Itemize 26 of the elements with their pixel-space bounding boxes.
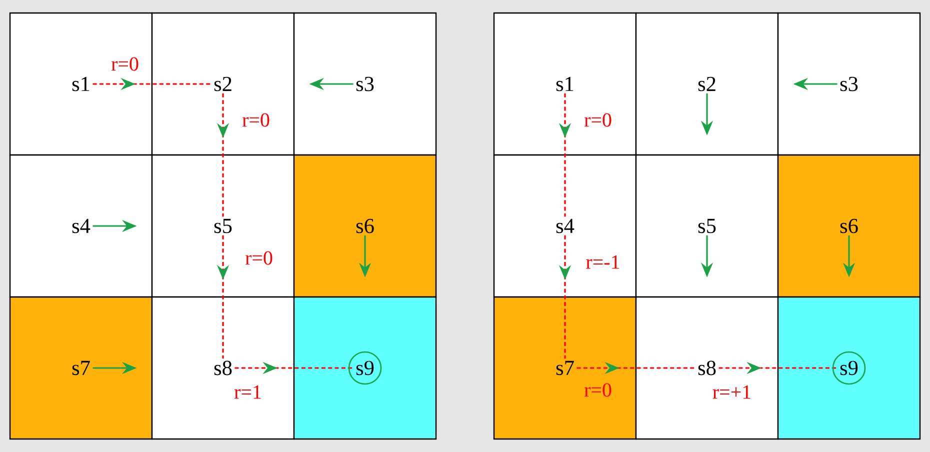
state-label: s9: [356, 360, 374, 376]
state-label: s3: [356, 76, 374, 92]
edge-label: r=0: [582, 382, 614, 398]
edge-label: r=0: [110, 56, 140, 72]
state-label: s3: [840, 76, 858, 92]
edge-label: r=1: [232, 384, 264, 400]
state-label: s7: [72, 360, 90, 376]
state-label: s6: [356, 218, 374, 234]
edge-label: r=-1: [584, 254, 622, 270]
state-label: s8: [214, 360, 232, 376]
edge-label: r=0: [582, 112, 614, 128]
state-label: s1: [72, 76, 90, 92]
state-label: s9: [840, 360, 858, 376]
state-label: s2: [214, 76, 232, 92]
edge-label: r=+1: [711, 384, 753, 400]
state-label: s6: [840, 218, 858, 234]
state-label: s4: [72, 218, 90, 234]
state-label: s4: [556, 218, 574, 234]
state-label: s5: [698, 218, 716, 234]
edge-label: r=0: [244, 250, 274, 266]
state-label: s8: [698, 360, 716, 376]
edge-label: r=0: [240, 112, 272, 128]
state-label: s5: [214, 218, 232, 234]
state-label: s2: [698, 76, 716, 92]
state-label: s7: [556, 360, 574, 376]
state-label: s1: [556, 76, 574, 92]
